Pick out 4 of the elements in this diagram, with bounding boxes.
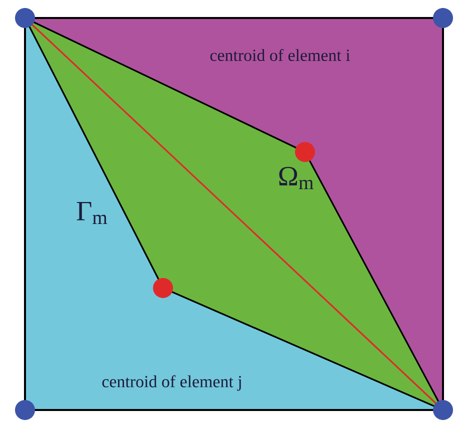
boundary-label: Γ$_{m}$ <box>76 202 108 224</box>
element-label: centroid of element j <box>102 375 241 391</box>
domain-label: Ω$_{m}$ <box>279 166 314 190</box>
element-label: centroid of element i <box>210 48 350 62</box>
